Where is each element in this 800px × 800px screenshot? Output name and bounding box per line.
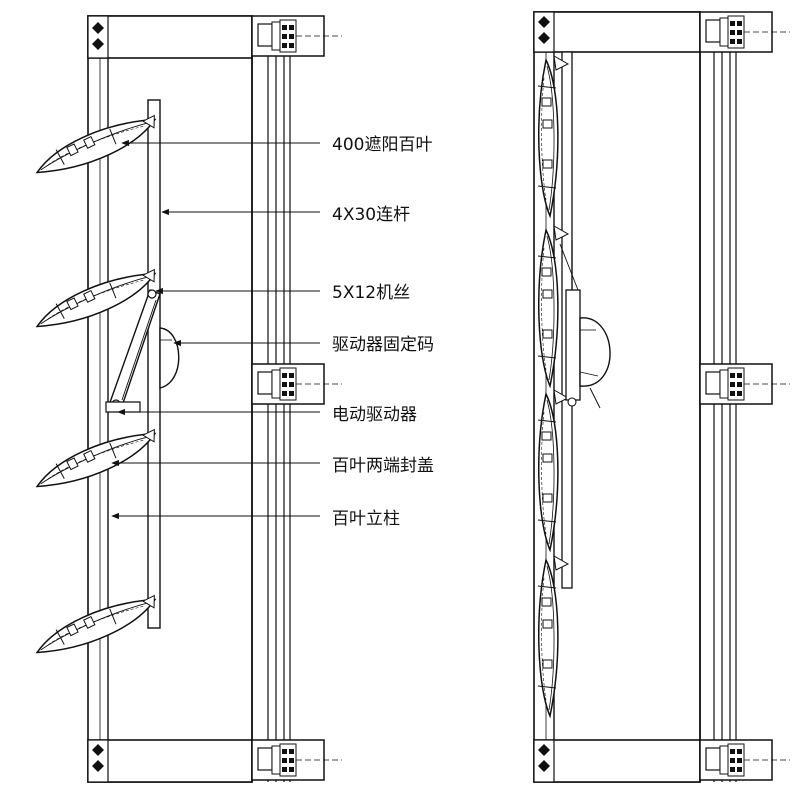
label-electric-actuator: 电动驱动器 [332, 405, 417, 425]
callout-labels: 400遮阳百叶 4X30连杆 5X12机丝 驱动器固定码 电动驱动器 百叶两端封… [332, 135, 434, 529]
actuator-bracket [159, 327, 180, 389]
end-cap-top [251, 15, 343, 57]
label-end-cap: 百叶两端封盖 [332, 456, 434, 476]
label-actuator-bracket: 驱动器固定码 [332, 335, 434, 355]
electric-actuator [105, 289, 161, 413]
louver-blade-1 [30, 114, 161, 174]
link-rod [147, 99, 161, 629]
leader-lines [111, 139, 320, 520]
end-cap-bottom [251, 739, 343, 781]
electric-actuator-right [559, 240, 611, 409]
left-view [30, 15, 343, 783]
label-link-rod: 4X30连杆 [332, 205, 410, 225]
label-louver-post: 百叶立柱 [332, 509, 400, 529]
louver-blade-3 [30, 428, 161, 488]
label-machine-screw: 5X12机丝 [332, 283, 410, 303]
left-top-header [87, 15, 253, 59]
right-bottom-footer [533, 739, 701, 783]
right-view [533, 11, 791, 783]
label-louver: 400遮阳百叶 [332, 135, 432, 155]
end-cap-middle [251, 363, 343, 405]
right-top-header [533, 11, 701, 53]
left-bottom-footer [87, 739, 253, 783]
louver-blade-4 [30, 594, 161, 654]
